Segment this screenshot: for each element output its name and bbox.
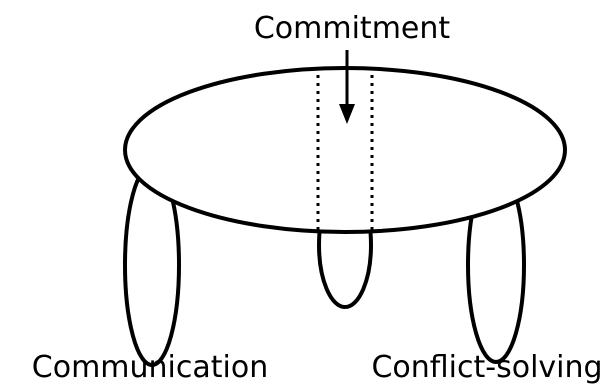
communication-label: Communication <box>32 350 268 385</box>
commitment-label: Commitment <box>254 11 451 46</box>
conflict-solving-label: Conflict-solving <box>371 350 602 385</box>
table-top <box>125 68 565 232</box>
